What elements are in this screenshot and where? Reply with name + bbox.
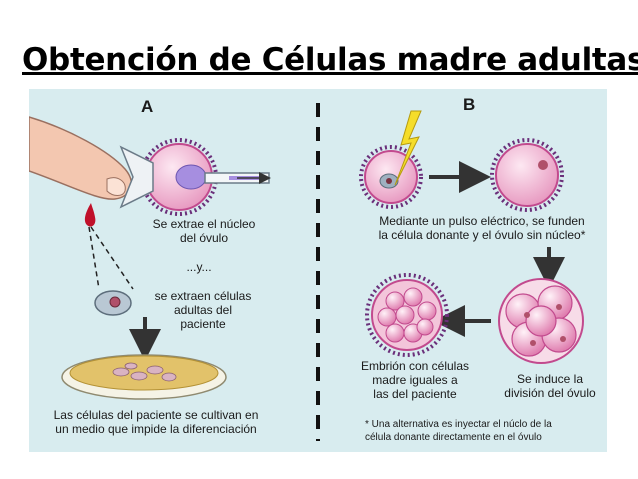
panel-b-footnote: * Una alternativa es inyectar el núclo d… [365,419,552,443]
sample-dashed-line [88,226,100,290]
dividing-egg-icon [498,278,584,364]
page-title: Obtención de Células madre adultas: [22,42,638,78]
sample-dashed-line [90,226,134,290]
fused-egg-icon [490,138,564,212]
finger-icon [29,116,133,200]
panel-a-step3-label: Las células del paciente se cultivan en … [53,408,259,436]
embryo-icon [365,273,449,357]
panel-a-letter: A [141,97,154,116]
lightning-icon [394,110,422,186]
illustration-panel: A Se extrae el núcleo del óvulo ...y... … [29,89,607,452]
egg-cell-enucleation-icon [119,138,271,216]
panel-b-step1-label: Mediante un pulso eléctrico, se funden l… [378,214,586,242]
petri-dish-icon [61,354,227,400]
blood-drop-icon [84,203,96,227]
cell-fusion-icon [359,110,423,209]
panel-b-step2-label: Se induce la división del óvulo [504,372,596,400]
panel-a-step2-label: se extraen células adultas del paciente [154,289,252,331]
panel-a-step1-label: Se extrae el núcleo del óvulo [152,217,256,245]
panel-b-step3-label: Embrión con células madre iguales a las … [360,359,470,401]
adult-cell-icon [94,290,132,316]
panel-a-connector-label: ...y... [186,260,212,274]
panel-b-letter: B [463,95,476,114]
illustration-graphics [29,103,584,441]
